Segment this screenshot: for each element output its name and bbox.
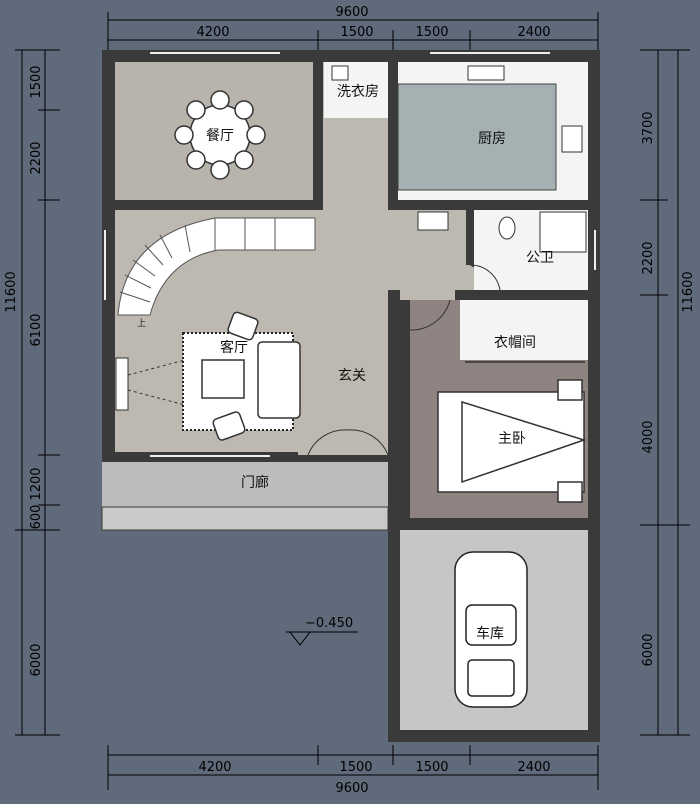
dim-bottom-seg-3: 1500 [415, 760, 448, 775]
dim-right-seg-2: 2200 [641, 241, 656, 274]
shower [539, 211, 587, 253]
elevation-label: −0.450 [305, 616, 353, 631]
dim-left-seg-2: 2200 [29, 141, 44, 174]
room-label-closet: 衣帽间 [494, 335, 536, 351]
kitchen-island [397, 83, 557, 191]
entry-door [307, 429, 389, 456]
porch-step [101, 506, 389, 531]
dim-top-seg-1: 4200 [196, 25, 229, 40]
stair-up-label: 上 [137, 318, 146, 329]
windows [104, 52, 596, 457]
closet-floor [460, 300, 588, 360]
room-label-laundry: 洗衣房 [337, 84, 379, 100]
bedroom-door [409, 299, 451, 331]
room-label-kitchen: 厨房 [478, 131, 506, 147]
dim-top-seg-4: 2400 [517, 25, 550, 40]
dim-right-total: 11600 [681, 271, 696, 312]
room-label-living: 客厅 [220, 339, 248, 356]
dim-left-seg-1: 1500 [29, 65, 44, 98]
dimension-bottom [107, 745, 599, 790]
armchair-top [227, 311, 259, 341]
dimension-right [640, 49, 690, 736]
washer [331, 65, 349, 81]
dim-top-seg-3: 1500 [415, 25, 448, 40]
porch-floor [102, 462, 388, 507]
bath-sink [417, 211, 449, 231]
dimension-left [15, 49, 60, 736]
dim-right-seg-4: 6000 [641, 633, 656, 666]
dim-bottom-seg-4: 2400 [517, 760, 550, 775]
dim-top-total: 9600 [335, 5, 368, 20]
dim-left-seg-6: 6000 [29, 643, 44, 676]
toilet-icon [498, 216, 516, 240]
armchair-bottom [212, 411, 246, 441]
dim-left-seg-3: 6100 [29, 313, 44, 346]
dim-bottom-seg-1: 4200 [198, 760, 231, 775]
dim-left-seg-5: 600 [29, 505, 44, 530]
room-label-dining: 餐厅 [206, 128, 234, 144]
dimension-top [107, 12, 599, 55]
bed [437, 379, 587, 503]
room-label-master-bedroom: 主卧 [498, 431, 526, 447]
room-label-bathroom: 公卫 [526, 250, 554, 266]
coffee-table [201, 359, 245, 399]
bathroom-door [469, 264, 501, 291]
room-label-porch: 门廊 [241, 474, 269, 491]
kitchen-stove [561, 125, 583, 153]
dim-right-seg-1: 3700 [641, 111, 656, 144]
dim-left-seg-4: 1200 [29, 467, 44, 500]
staircase [117, 217, 316, 316]
tv-view-lines [127, 359, 186, 406]
room-label-garage: 车库 [476, 625, 504, 642]
kitchen-sink [467, 65, 505, 81]
tv-cabinet [115, 357, 129, 411]
dining-table [174, 90, 266, 180]
elevation-marker [286, 631, 358, 646]
dim-bottom-total: 9600 [335, 781, 368, 796]
dim-left-total: 11600 [4, 271, 19, 312]
room-label-foyer: 玄关 [338, 367, 366, 384]
car-icon [454, 551, 528, 708]
sofa [257, 341, 301, 419]
dim-right-seg-3: 4000 [641, 420, 656, 453]
dim-bottom-seg-2: 1500 [339, 760, 372, 775]
dim-top-seg-2: 1500 [340, 25, 373, 40]
